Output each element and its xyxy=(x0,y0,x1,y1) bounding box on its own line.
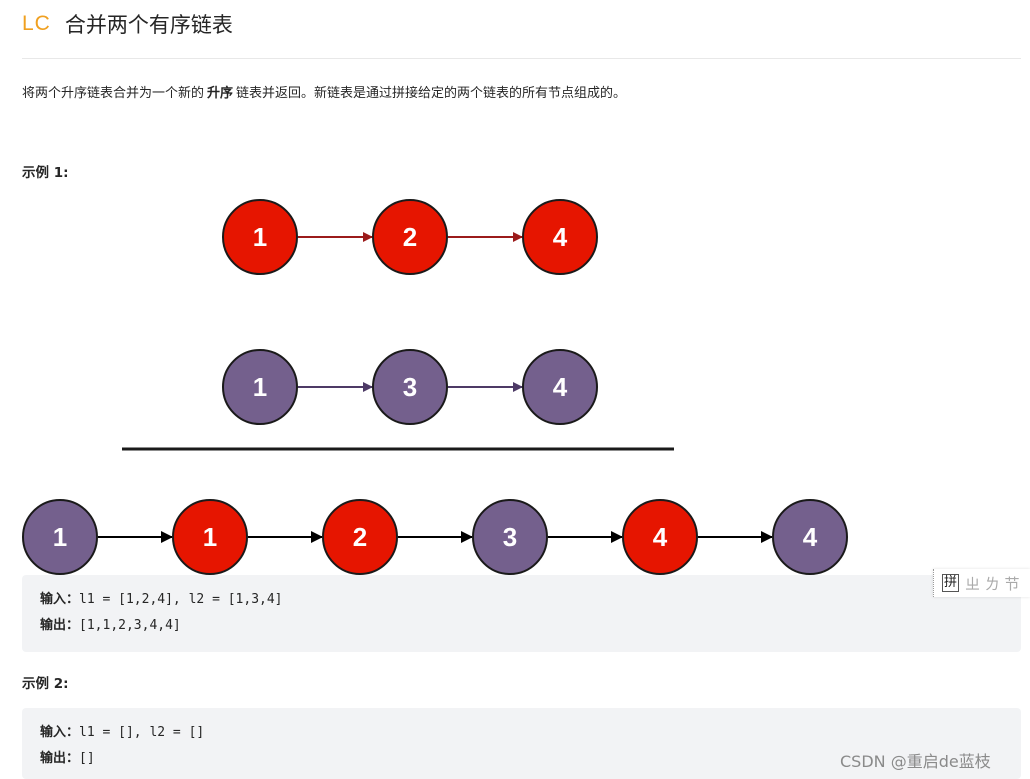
merged-node-circle xyxy=(472,499,548,575)
output-value: [1,1,2,3,4,4] xyxy=(79,618,181,633)
list1-node-circle xyxy=(222,199,298,275)
merged-node-label: 1 xyxy=(203,522,217,552)
merged-node-circle xyxy=(622,499,698,575)
merged-node-circle xyxy=(322,499,398,575)
description-text-before: 将两个升序链表合并为一个新的 xyxy=(22,86,205,101)
merged-node: 3 xyxy=(472,499,548,575)
list2-node: 3 xyxy=(372,349,448,425)
merged-node: 1 xyxy=(172,499,248,575)
page-title: 合并两个有序链表 xyxy=(64,13,233,37)
merged-node-circle xyxy=(772,499,848,575)
example-2-code-block: 输入：l1 = [], l2 = [] 输出：[] xyxy=(22,708,1021,779)
merged-node: 4 xyxy=(772,499,848,575)
list2-node-label: 3 xyxy=(403,372,417,402)
example-1-output-line: 输出：[1,1,2,3,4,4] xyxy=(40,613,1021,639)
merged-node: 4 xyxy=(622,499,698,575)
example-2-heading: 示例 2: xyxy=(22,676,69,692)
list1-node: 1 xyxy=(222,199,298,275)
list2-node-label: 4 xyxy=(553,372,568,402)
merged-node-label: 1 xyxy=(53,522,67,552)
list1-node: 2 xyxy=(372,199,448,275)
linked-list-merge-diagram: 1 2 4 1 3 4 1 1 2 3 4 4 xyxy=(22,199,848,575)
merged-node-label: 2 xyxy=(353,522,367,552)
description-text-after: 链表并返回。新链表是通过拼接给定的两个链表的所有节点组成的。 xyxy=(236,86,627,101)
csdn-watermark: CSDN @重启de蓝枝 xyxy=(840,752,991,771)
list1-node: 4 xyxy=(522,199,598,275)
list2-node-circle xyxy=(522,349,598,425)
merged-node-label: 4 xyxy=(803,522,818,552)
example-2-output-line: 输出：[] xyxy=(40,746,1021,772)
merged-node-circle xyxy=(22,499,98,575)
list2-node-circle xyxy=(222,349,298,425)
list1-node-label: 2 xyxy=(403,222,417,252)
description-bold-text: 升序 xyxy=(207,86,234,101)
merged-node-label: 4 xyxy=(653,522,668,552)
merged-node: 2 xyxy=(322,499,398,575)
input-label: 输入： xyxy=(40,725,80,740)
list1-node-circle xyxy=(522,199,598,275)
input-value: l1 = [], l2 = [] xyxy=(79,725,205,740)
input-label: 输入： xyxy=(40,592,80,607)
output-label: 输出： xyxy=(40,618,80,633)
ime-toolbar[interactable]: 拼 ㄓ ㄌ 节 xyxy=(933,569,1030,597)
output-value: [] xyxy=(79,751,95,766)
list2-node-circle xyxy=(372,349,448,425)
ime-toolbar-glyphs: ㄓ ㄌ 节 xyxy=(965,574,1020,593)
example-1-code-block: 输入：l1 = [1,2,4], l2 = [1,3,4] 输出：[1,1,2,… xyxy=(22,575,1021,652)
list2-node: 1 xyxy=(222,349,298,425)
example-1-heading: 示例 1: xyxy=(22,165,69,181)
list2-node: 4 xyxy=(522,349,598,425)
problem-description: 将两个升序链表合并为一个新的升序链表并返回。新链表是通过拼接给定的两个链表的所有… xyxy=(22,82,626,101)
example-2-input-line: 输入：l1 = [], l2 = [] xyxy=(40,720,1021,746)
merged-node: 1 xyxy=(22,499,98,575)
list1-node-circle xyxy=(372,199,448,275)
example-1-input-line: 输入：l1 = [1,2,4], l2 = [1,3,4] xyxy=(40,587,1021,613)
lc-logo: LC xyxy=(22,12,51,35)
output-label: 输出： xyxy=(40,751,80,766)
merged-node-circle xyxy=(172,499,248,575)
title-divider xyxy=(22,58,1021,59)
list1-node-label: 4 xyxy=(553,222,568,252)
title-row: LC 合并两个有序链表 xyxy=(22,6,233,42)
merged-node-label: 3 xyxy=(503,522,517,552)
input-value: l1 = [1,2,4], l2 = [1,3,4] xyxy=(79,592,283,607)
list1-node-label: 1 xyxy=(253,222,267,252)
list2-node-label: 1 xyxy=(253,372,267,402)
ime-pinyin-icon[interactable]: 拼 xyxy=(942,574,960,592)
